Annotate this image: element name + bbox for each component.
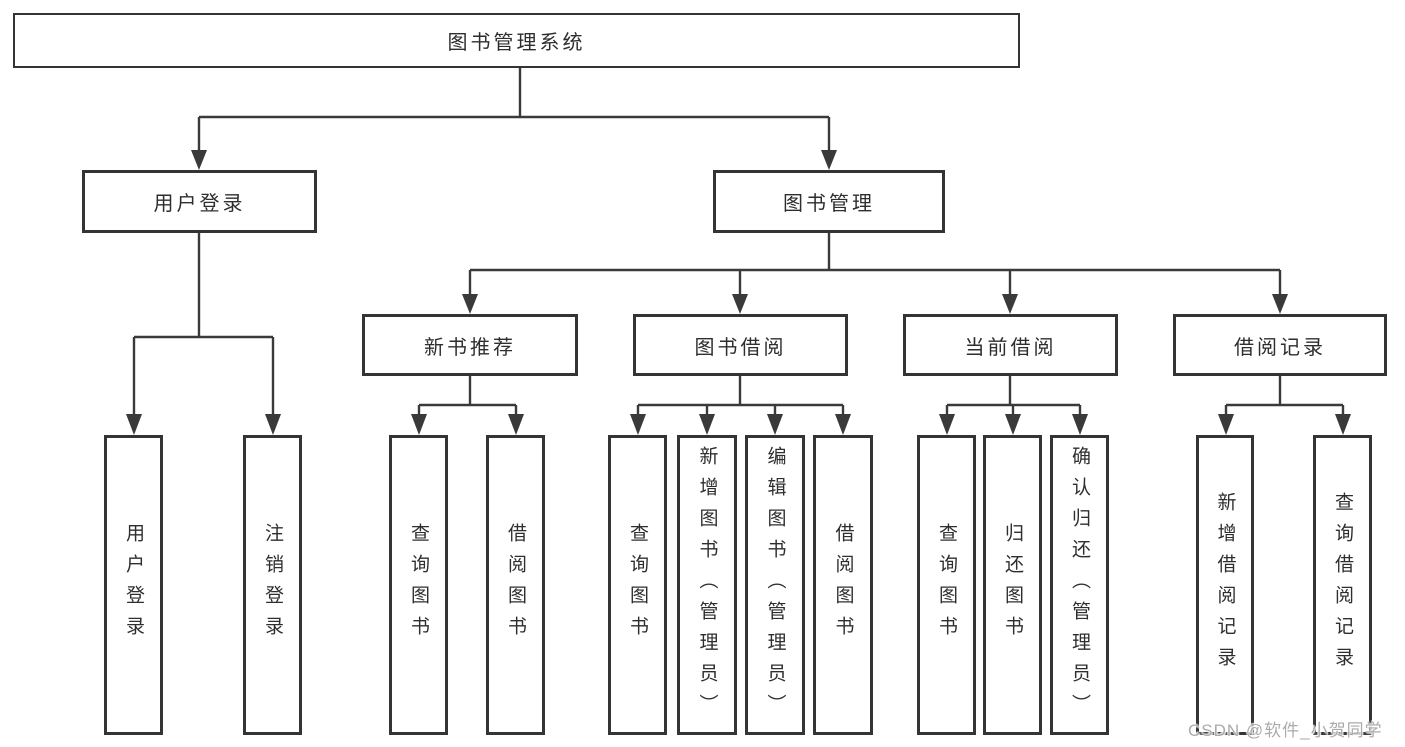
- node-label: 借阅图书: [832, 523, 854, 647]
- node-book-borrowing: 图书借阅: [633, 314, 848, 376]
- node-label: 图书管理: [783, 193, 875, 215]
- node-label: 新增图书（管理员）: [696, 445, 718, 725]
- node-library-system: 图书管理系统: [13, 13, 1020, 68]
- leaf-logout: 注销登录: [243, 435, 302, 735]
- leaf-add-borrow-record: 新增借阅记录: [1196, 435, 1254, 735]
- node-label: 归还图书: [1002, 523, 1023, 647]
- node-label: 借阅图书: [505, 523, 526, 647]
- node-user-login-branch: 用户登录: [82, 170, 317, 233]
- node-label: 注销登录: [262, 523, 283, 647]
- node-label: 新增借阅记录: [1214, 492, 1236, 678]
- node-label: 用户登录: [153, 193, 246, 215]
- node-label: 图书管理系统: [447, 32, 586, 54]
- tree-edges: [132, 68, 1345, 416]
- node-current-borrowing: 当前借阅: [903, 314, 1118, 376]
- node-label: 新书推荐: [424, 336, 516, 359]
- arrowheads: [126, 150, 1351, 435]
- node-label: 查询图书: [936, 523, 957, 647]
- node-label: 图书借阅: [694, 336, 787, 359]
- leaf-add-book-admin: 新增图书（管理员）: [677, 435, 737, 735]
- leaf-borrow-books-recommend: 借阅图书: [486, 435, 545, 735]
- node-label: 查询图书: [627, 523, 648, 647]
- node-label: 确认归还（管理员）: [1069, 445, 1090, 725]
- node-label: 当前借阅: [964, 336, 1057, 359]
- node-label: 编辑图书（管理员）: [764, 445, 786, 725]
- node-book-management: 图书管理: [713, 170, 945, 233]
- leaf-return-book: 归还图书: [983, 435, 1042, 735]
- node-label: 查询图书: [408, 523, 429, 647]
- csdn-watermark: CSDN @软件_小贺同学: [1188, 721, 1383, 740]
- node-label: 用户登录: [123, 523, 144, 647]
- leaf-query-books-recommend: 查询图书: [389, 435, 448, 735]
- node-label: 借阅记录: [1234, 336, 1326, 359]
- leaf-user-login: 用户登录: [104, 435, 163, 735]
- leaf-confirm-return-admin: 确认归还（管理员）: [1050, 435, 1109, 735]
- node-label: 查询借阅记录: [1332, 492, 1353, 678]
- node-new-book-recommend: 新书推荐: [362, 314, 578, 376]
- leaf-borrow-books-borrow: 借阅图书: [813, 435, 873, 735]
- leaf-query-borrow-record: 查询借阅记录: [1313, 435, 1372, 735]
- leaf-query-books-current: 查询图书: [917, 435, 976, 735]
- leaf-edit-book-admin: 编辑图书（管理员）: [745, 435, 805, 735]
- node-borrowing-records: 借阅记录: [1173, 314, 1387, 376]
- leaf-query-books-borrow: 查询图书: [608, 435, 667, 735]
